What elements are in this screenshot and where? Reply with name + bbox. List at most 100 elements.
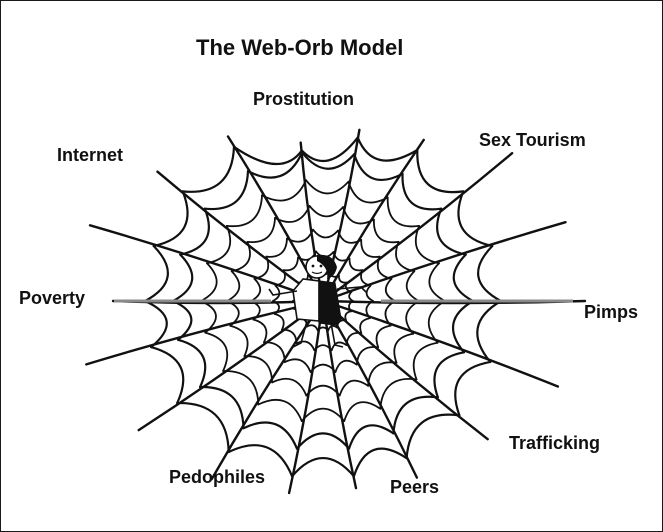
web-ring-segment — [200, 300, 217, 334]
figure-arm-left — [268, 288, 298, 296]
web-ring-segment — [227, 444, 294, 478]
web-ring-segment — [206, 225, 232, 265]
web-ring-segment — [395, 241, 416, 273]
web-ring-segment — [308, 205, 344, 218]
figure-leg-left — [292, 320, 308, 348]
web-ring-segment — [436, 207, 467, 256]
web-ring-segment — [384, 300, 396, 327]
label-prostitution: Prostitution — [253, 89, 354, 109]
web-ring-segment — [360, 269, 372, 287]
web-ring-segment — [263, 341, 286, 363]
label-pimps: Pimps — [584, 302, 639, 322]
web-ring-segment — [348, 300, 354, 313]
web-ring-segment — [379, 377, 418, 410]
web-ring-segment — [246, 217, 276, 243]
web-ring-segment — [252, 318, 268, 344]
web-ring-segment — [253, 255, 270, 280]
web-ring-segment — [271, 377, 308, 397]
web-ring-segment — [360, 239, 381, 258]
web-ring-segment — [257, 399, 303, 422]
figure-arm-right — [336, 286, 368, 294]
web-ring-segment — [261, 179, 307, 202]
web-spoke — [210, 299, 325, 481]
web-ring-segment — [229, 324, 249, 357]
web-ring-segment — [384, 277, 396, 302]
web-ring-segment — [274, 269, 286, 287]
web-ring-segment — [451, 299, 475, 354]
web-ring-segment — [204, 331, 229, 372]
web-spoke — [287, 299, 325, 495]
web-ring-segment — [345, 331, 363, 346]
web-ring-segment — [246, 151, 304, 179]
web-spoke — [321, 128, 361, 303]
web-ring-segment — [401, 172, 443, 211]
web-ring-segment — [272, 300, 280, 315]
web-ring-segment — [291, 456, 355, 478]
web-ring-segment — [176, 401, 230, 454]
web-ring-segment — [295, 340, 316, 352]
web-ring-segment — [347, 424, 395, 450]
web-ring-segment — [405, 413, 461, 460]
web-ring-segment — [365, 300, 374, 319]
web-ring-segment — [301, 151, 356, 170]
web-ring-segment — [359, 317, 371, 334]
web-ring-segment — [392, 395, 439, 435]
web-ring-segment — [330, 341, 348, 352]
web-ring-segment — [336, 319, 347, 329]
web-ring-segment — [376, 255, 393, 280]
web-ring-segment — [352, 447, 408, 478]
web-ring-segment — [230, 241, 251, 273]
web-spoke — [321, 299, 560, 388]
web-ring-segment — [338, 379, 369, 397]
web-ring-segment — [226, 194, 263, 228]
web-ring-segment — [300, 407, 346, 422]
figure-leg-right — [330, 322, 344, 348]
web-ring-segment — [232, 145, 303, 166]
web-ring-segment — [477, 244, 503, 303]
web-ring-segment — [306, 324, 319, 332]
web-ring-segment — [274, 205, 311, 223]
web-ring-segment — [300, 136, 359, 162]
web-spoke — [321, 299, 489, 441]
web-ring-segment — [416, 148, 465, 194]
web-ring-segment — [152, 190, 189, 248]
web-spoke — [321, 221, 567, 303]
web-ring-segment — [412, 341, 439, 381]
web-ring-segment — [181, 145, 236, 193]
label-sex-tourism: Sex Tourism — [479, 130, 586, 150]
web-ring-segment — [372, 218, 400, 244]
web-ring-segment — [272, 284, 281, 302]
web-ring-segment — [343, 401, 382, 422]
web-ring-segment — [405, 300, 420, 335]
diagram-title: The Web-Orb Model — [196, 35, 404, 60]
web-ring-segment — [414, 225, 440, 265]
web-ring-segment — [282, 256, 299, 272]
web-spoke — [85, 299, 325, 366]
web-ring-segment — [265, 237, 288, 258]
label-poverty: Poverty — [19, 288, 86, 308]
web-ring-segment — [305, 384, 341, 397]
web-ring-segment — [283, 358, 312, 373]
web-ring-segment — [454, 360, 492, 417]
label-trafficking: Trafficking — [509, 433, 601, 453]
web-ring-segment — [342, 206, 375, 225]
figure-hair — [317, 254, 337, 279]
web-ring-segment — [476, 299, 503, 363]
web-ring-segment — [313, 344, 333, 352]
web-ring-segment — [286, 228, 314, 243]
web-ring-segment — [199, 385, 245, 430]
web-ring-segment — [171, 253, 194, 303]
web-ring-segment — [222, 370, 260, 406]
web-ring-segment — [250, 277, 262, 302]
figure-body-light — [292, 278, 320, 322]
web-ring-segment — [281, 328, 298, 345]
web-ring-segment — [305, 179, 350, 195]
web-ring-segment — [428, 262, 446, 302]
label-pedophiles: Pedophiles — [169, 467, 266, 487]
web-ring-segment — [312, 228, 339, 239]
web-ring-segment — [243, 355, 273, 384]
figure-mouth — [311, 271, 323, 275]
web-ring-segment — [177, 338, 207, 389]
